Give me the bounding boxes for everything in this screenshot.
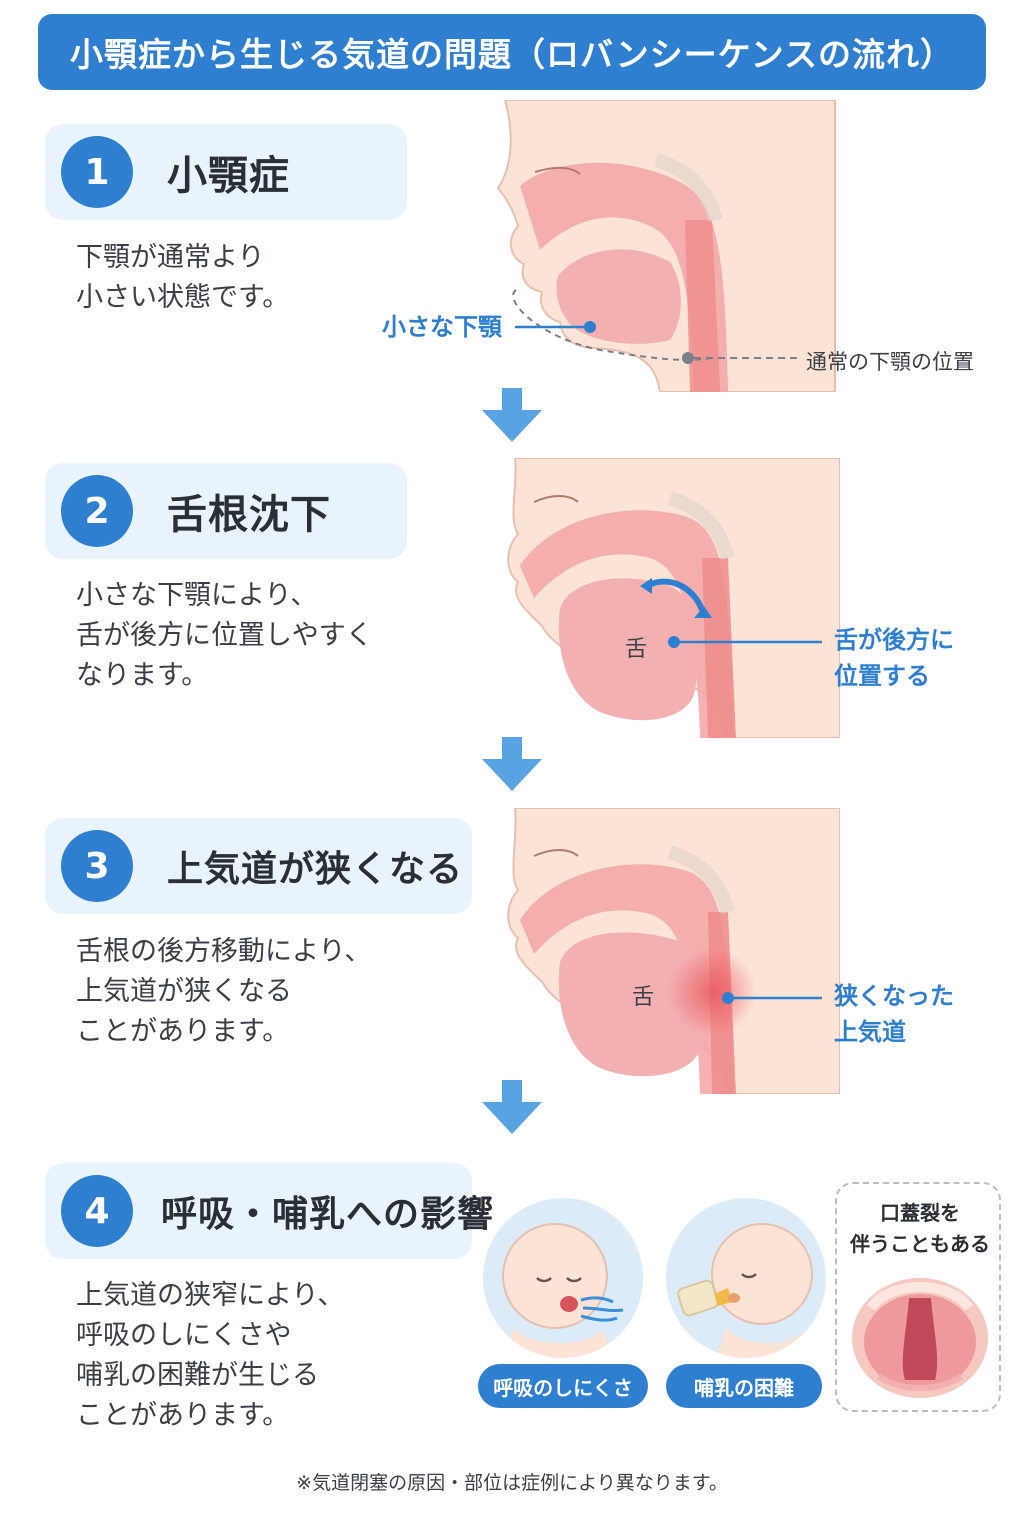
- breathing-difficulty-pill: 呼吸のしにくさ: [478, 1364, 648, 1408]
- step-2-title: 舌根沈下: [167, 492, 331, 538]
- page-title: 小顎症から生じる気道の問題（ロバンシーケンスの流れ）: [38, 14, 986, 90]
- panel-3-illustration: [490, 808, 840, 1094]
- step-2-header: 2 舌根沈下: [45, 463, 407, 559]
- step-3-description: 舌根の後方移動により、 上気道が狭くなる ことがあります。: [76, 936, 372, 1047]
- tongue-position-callout: 舌が後方に 位置する: [834, 626, 954, 690]
- step-1-header: 1 小顎症: [45, 124, 407, 220]
- step-3-header: 3 上気道が狭くなる: [45, 818, 472, 914]
- step-4-header: 4 呼吸・哺乳への影響: [45, 1163, 493, 1259]
- step-2-number: 2: [61, 475, 133, 547]
- small-jaw-label: 小さな下顎: [382, 313, 502, 341]
- breathing-difficulty-illustration: [483, 1198, 643, 1358]
- step-4-description: 上気道の狭窄により、 呼吸のしにくさや 哺乳の困難が生じる ことがあります。: [76, 1280, 345, 1431]
- cleft-palate-box: 口蓋裂を 伴うこともある: [835, 1182, 1001, 1412]
- step-4-title: 呼吸・哺乳への影響: [161, 1194, 495, 1235]
- feeding-difficulty-illustration: [666, 1198, 826, 1358]
- step-1-description: 下顎が通常より 小さい状態です。: [76, 242, 290, 313]
- normal-jaw-position-label: 通常の下顎の位置: [806, 350, 974, 374]
- step-1-number: 1: [61, 136, 133, 208]
- step-3-number: 3: [61, 830, 133, 902]
- step-1-title: 小顎症: [167, 153, 290, 199]
- cleft-palate-illustration: [852, 1278, 988, 1398]
- step-3-title: 上気道が狭くなる: [167, 849, 464, 890]
- feeding-difficulty-pill: 哺乳の困難: [666, 1364, 822, 1408]
- arrow-down-icon: [482, 1080, 542, 1134]
- arrow-down-icon: [482, 388, 542, 442]
- tongue-label-2: 舌: [625, 637, 648, 662]
- narrowed-airway-callout: 狭くなった 上気道: [834, 982, 954, 1046]
- arrow-down-icon: [482, 737, 542, 791]
- step-4-number: 4: [61, 1175, 133, 1247]
- panel-2-illustration: [490, 458, 840, 738]
- footnote: ※気道閉塞の原因・部位は症例により異なります。: [296, 1472, 728, 1494]
- step-2-description: 小さな下顎により、 舌が後方に位置しやすく なります。: [76, 580, 373, 691]
- cleft-palate-text: 口蓋裂を 伴うこともある: [850, 1201, 990, 1256]
- tongue-label-3: 舌: [632, 985, 655, 1010]
- panel-1-illustration: [480, 100, 850, 392]
